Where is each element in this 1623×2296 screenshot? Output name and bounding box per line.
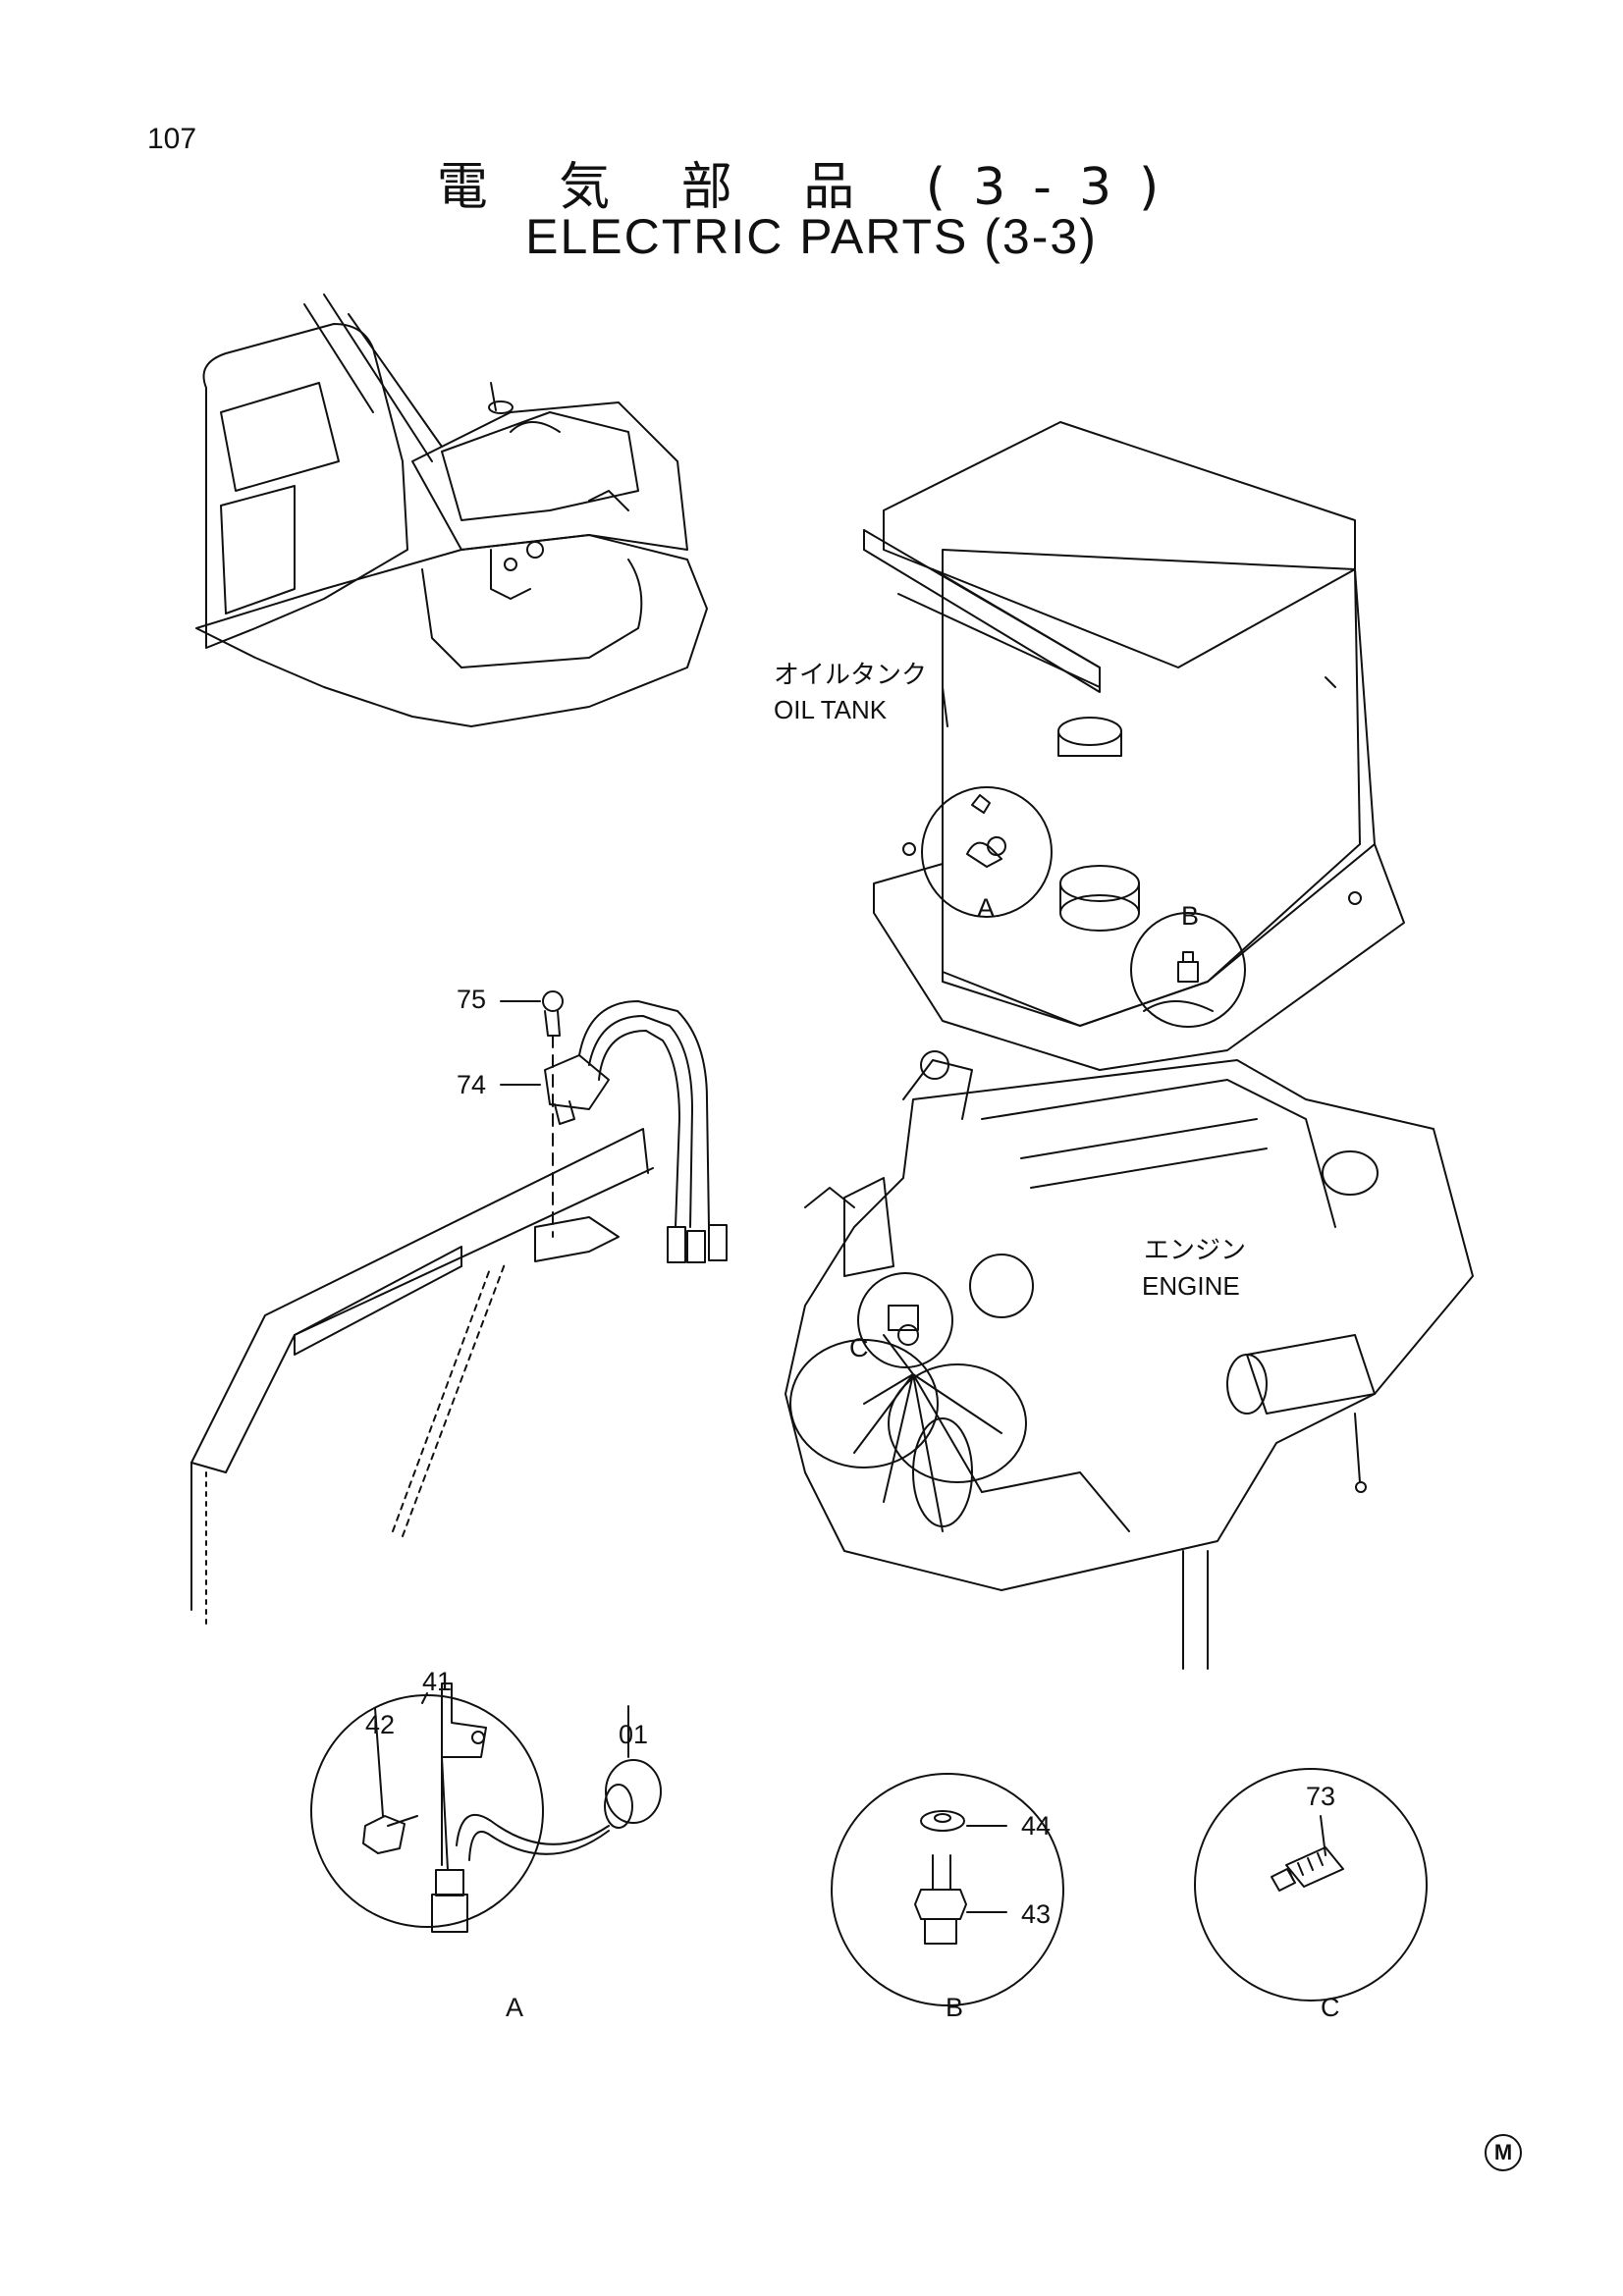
detail-a-marker: A	[977, 893, 996, 923]
tank-detail-callouts	[922, 787, 1245, 1027]
detail-b-marker: B	[1181, 901, 1200, 931]
page-title-japanese: 電 気 部 品 (3-3)	[436, 158, 1187, 217]
detail-b	[832, 1774, 1063, 2005]
engine-label-english: ENGINE	[1142, 1271, 1240, 1301]
manufacturer-logo-mark: M	[1485, 2134, 1522, 2171]
page-title-english: ELECTRIC PARTS (3-3)	[525, 209, 1098, 264]
engine-label-japanese: エンジン	[1144, 1235, 1247, 1264]
oil-tank-label-english: OIL TANK	[774, 695, 888, 724]
detail-c	[1195, 1769, 1427, 2001]
engine-drawing	[785, 1051, 1473, 1669]
part-number-73: 73	[1306, 1782, 1336, 1811]
part-number-43: 43	[1021, 1899, 1052, 1929]
part-number-41: 41	[422, 1667, 453, 1696]
oil-tank-drawing	[864, 422, 1404, 1070]
part-number-42: 42	[365, 1710, 396, 1739]
detail-a-caption: A	[506, 1993, 524, 2022]
detail-a	[311, 1683, 661, 1932]
sensor-assembly-74-75	[501, 991, 727, 1262]
part-number-74: 74	[457, 1070, 487, 1099]
part-number-44: 44	[1021, 1811, 1052, 1841]
page-number: 107	[147, 123, 197, 155]
oil-tank-label-japanese: オイルタンク	[774, 660, 928, 689]
part-number-75: 75	[457, 985, 487, 1014]
detail-c-marker: C	[849, 1333, 869, 1362]
frame-rails	[191, 1129, 653, 1629]
excavator-overview	[196, 294, 707, 726]
part-number-01: 01	[619, 1720, 649, 1749]
detail-c-caption: C	[1321, 1993, 1340, 2022]
detail-b-caption: B	[946, 1993, 964, 2022]
